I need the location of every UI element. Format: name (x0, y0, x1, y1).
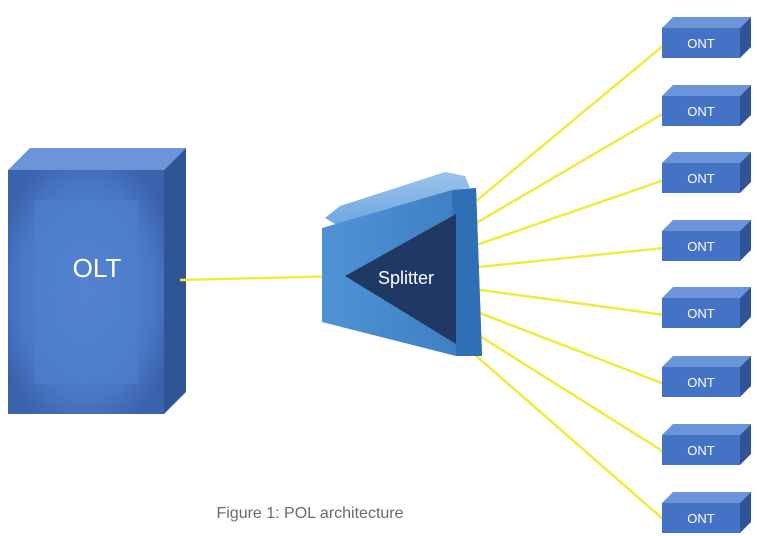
ont-label: ONT (687, 375, 715, 390)
splitter-core (345, 214, 456, 344)
ont-label: ONT (687, 239, 715, 254)
ont-side-face (740, 356, 751, 397)
fiber-line (457, 44, 665, 217)
fiber-line (457, 285, 665, 317)
ont-top-face (662, 152, 751, 163)
olt-top-face (8, 148, 186, 170)
fiber-line (457, 111, 665, 235)
ont-box: ONT (662, 152, 751, 193)
ont-box: ONT (662, 287, 751, 328)
ont-top-face (662, 356, 751, 367)
ont-label: ONT (687, 171, 715, 186)
ont-label: ONT (687, 306, 715, 321)
olt-box: OLT (8, 148, 186, 414)
ont-box: ONT (662, 85, 751, 126)
ont-box: ONT (662, 356, 751, 397)
splitter-to-ont-fibers (457, 44, 665, 521)
ont-label: ONT (687, 36, 715, 51)
ont-side-face (740, 220, 751, 261)
ont-group: ONT ONT ONT ONT ONT ONT ONT ONT (662, 17, 751, 533)
ont-front-face (662, 435, 740, 465)
fiber-line (457, 178, 665, 253)
figure-caption: Figure 1: POL architecture (216, 505, 404, 522)
ont-side-face (740, 152, 751, 193)
ont-side-face (740, 287, 751, 328)
olt-inner-panel (34, 200, 138, 384)
fiber-line (457, 339, 665, 521)
ont-front-face (662, 367, 740, 397)
ont-side-face (740, 17, 751, 58)
ont-box: ONT (662, 492, 751, 533)
splitter-device: Splitter (322, 172, 482, 356)
ont-front-face (662, 231, 740, 261)
splitter-label: Splitter (378, 268, 434, 288)
ont-front-face (662, 503, 740, 533)
ont-front-face (662, 163, 740, 193)
fiber-line (457, 321, 665, 454)
ont-label: ONT (687, 443, 715, 458)
ont-front-face (662, 298, 740, 328)
ont-box: ONT (662, 424, 751, 465)
splitter-top-face (325, 172, 470, 228)
ont-box: ONT (662, 220, 751, 261)
ont-top-face (662, 287, 751, 298)
ont-label: ONT (687, 104, 715, 119)
fiber-line (457, 303, 665, 386)
olt-to-splitter-fiber (179, 274, 346, 282)
ont-side-face (740, 424, 751, 465)
ont-box: ONT (662, 17, 751, 58)
ont-top-face (662, 85, 751, 96)
ont-top-face (662, 492, 751, 503)
splitter-right-face (452, 188, 482, 356)
ont-side-face (740, 85, 751, 126)
ont-top-face (662, 424, 751, 435)
ont-label: ONT (687, 511, 715, 526)
olt-label: OLT (73, 253, 122, 283)
ont-top-face (662, 220, 751, 231)
olt-side-face (164, 148, 186, 414)
ont-front-face (662, 28, 740, 58)
fiber-line (457, 246, 665, 271)
ont-top-face (662, 17, 751, 28)
ont-front-face (662, 96, 740, 126)
ont-side-face (740, 492, 751, 533)
